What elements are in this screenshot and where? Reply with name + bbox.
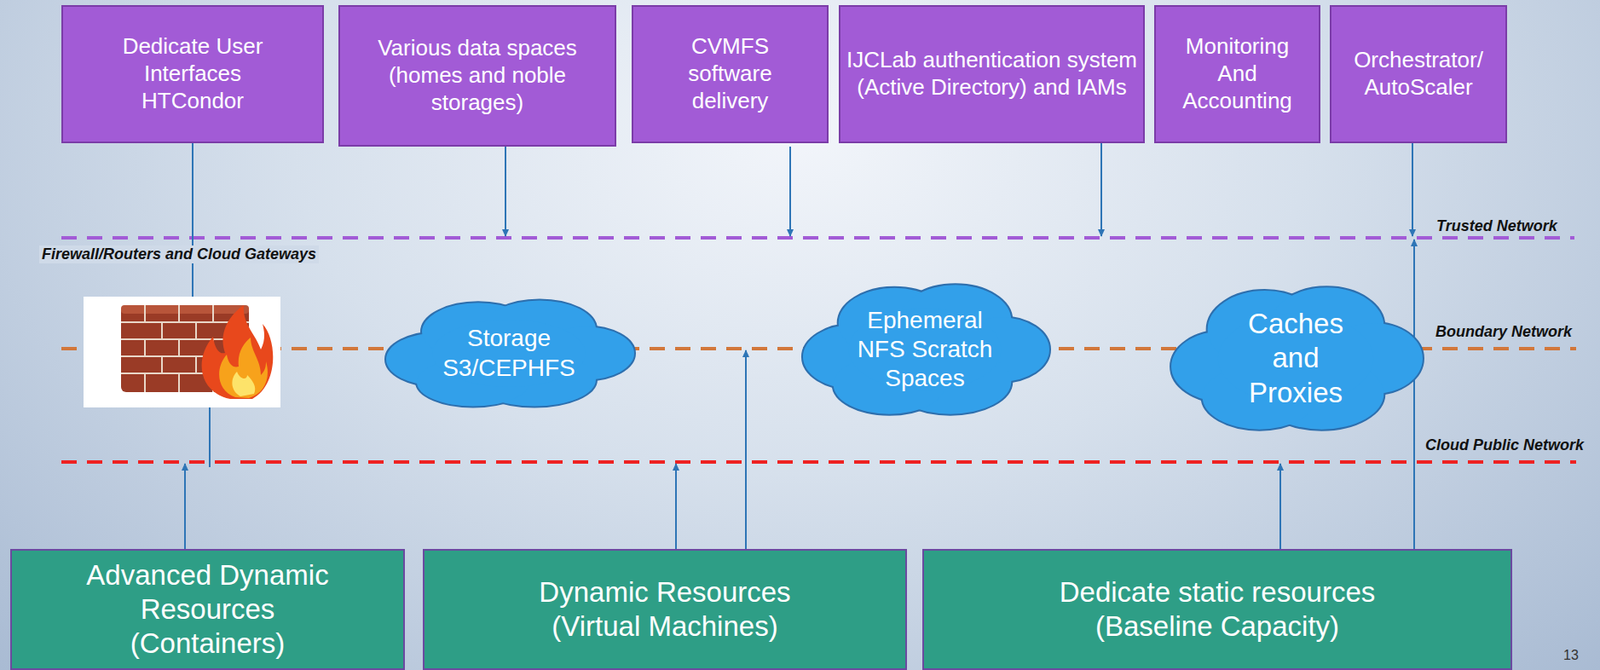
resource-box: Dedicate static resources (Baseline Capa… xyxy=(922,548,1513,670)
node-text: Dedicate User Interfaces HTCondor xyxy=(103,33,283,115)
trusted-network-line xyxy=(61,236,1575,240)
network-label: Boundary Network xyxy=(1435,323,1572,341)
node-text: Storage S3/CEPHFS xyxy=(440,323,578,382)
public-network-line xyxy=(61,460,1577,464)
node-text: Caches and Proxies xyxy=(1240,306,1352,411)
link-arrows xyxy=(184,143,1415,549)
network-label: Trusted Network xyxy=(1436,217,1558,236)
service-box: IJCLab authentication system (Active Dir… xyxy=(838,5,1145,144)
node-text: Orchestrator/ AutoScaler xyxy=(1337,46,1500,101)
network-cloud: Caches and Proxies xyxy=(1166,277,1426,439)
page-number: 13 xyxy=(1563,647,1579,664)
node-text: Ephemeral NFS Scratch Spaces xyxy=(843,306,1006,393)
resource-box: Dynamic Resources (Virtual Machines) xyxy=(422,548,907,670)
service-box: CVMFS software delivery xyxy=(631,5,829,144)
node-text: Dynamic Resources (Virtual Machines) xyxy=(502,575,827,645)
cloud-shape xyxy=(381,293,637,414)
network-label: Cloud Public Network xyxy=(1425,436,1584,455)
service-box: Dedicate User Interfaces HTCondor xyxy=(61,5,324,144)
resource-box: Advanced Dynamic Resources (Containers) xyxy=(10,548,405,670)
service-box: Monitoring And Accounting xyxy=(1154,5,1321,144)
node-text: Dedicate static resources (Baseline Capa… xyxy=(1004,575,1431,645)
firewall-icon xyxy=(83,296,281,408)
node-text: Various data spaces (homes and noble sto… xyxy=(362,34,593,116)
node-text: IJCLab authentication system (Active Dir… xyxy=(844,46,1139,101)
node-text: CVMFS software delivery xyxy=(670,33,791,115)
service-box: Various data spaces (homes and noble sto… xyxy=(338,5,617,147)
node-text: Advanced Dynamic Resources (Containers) xyxy=(67,558,349,662)
network-label: Firewall/Routers and Cloud Gateways xyxy=(39,245,319,264)
service-box: Orchestrator/ AutoScaler xyxy=(1329,5,1508,144)
network-cloud: Storage S3/CEPHFS xyxy=(381,293,637,414)
network-cloud: Ephemeral NFS Scratch Spaces xyxy=(797,276,1052,423)
node-text: Monitoring And Accounting xyxy=(1173,33,1302,115)
